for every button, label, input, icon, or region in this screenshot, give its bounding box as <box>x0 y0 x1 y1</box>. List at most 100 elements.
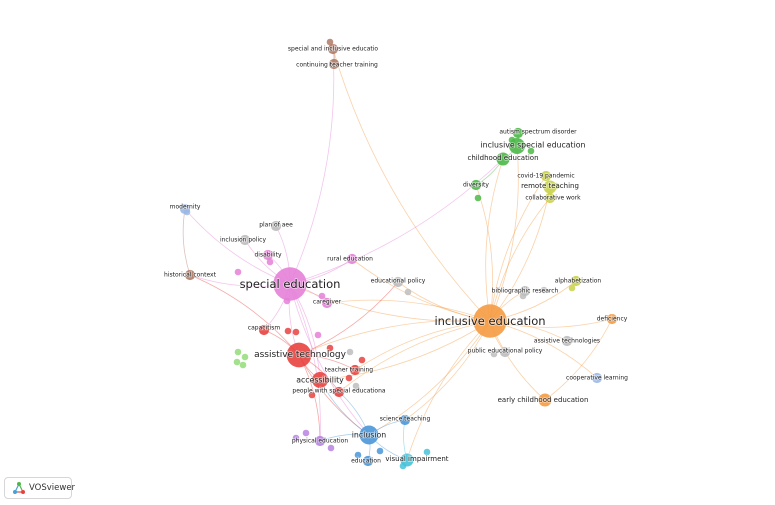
minor-node[interactable] <box>233 358 241 366</box>
minor-node[interactable] <box>358 356 366 364</box>
minor-node[interactable] <box>527 147 535 155</box>
node-public-educational-policy[interactable] <box>499 346 511 358</box>
minor-node[interactable] <box>326 344 334 352</box>
minor-node[interactable] <box>314 331 322 339</box>
link-inclusive_education-collaborative_work <box>489 197 551 322</box>
node-special-inclusive-education[interactable] <box>327 43 339 55</box>
network-nodes[interactable] <box>179 38 618 470</box>
node-assistive-technology[interactable] <box>286 342 312 368</box>
node-historical-context[interactable] <box>184 269 196 281</box>
node-remote-teaching[interactable] <box>543 180 557 194</box>
minor-node[interactable] <box>308 391 316 399</box>
node-alphabetization[interactable] <box>570 275 582 287</box>
label-alphabetization: alphabetization <box>555 278 602 285</box>
minor-node[interactable] <box>474 194 482 202</box>
minor-node[interactable] <box>345 374 353 382</box>
label-modernity: modernity <box>170 204 201 211</box>
label-educational-policy: educational policy <box>371 278 426 285</box>
label-people-special-education: people with special educationa <box>292 388 385 395</box>
minor-node[interactable] <box>423 448 431 456</box>
node-visual-impairment[interactable] <box>400 453 414 467</box>
minor-node[interactable] <box>346 348 354 356</box>
label-inclusion: inclusion <box>352 431 387 440</box>
label-remote-teaching: remote teaching <box>521 182 579 190</box>
minor-node[interactable] <box>292 434 300 442</box>
node-caregiver[interactable] <box>321 297 333 309</box>
minor-node[interactable] <box>540 286 548 294</box>
node-rural-education[interactable] <box>346 253 358 265</box>
minor-node[interactable] <box>327 444 335 452</box>
node-teacher-training[interactable] <box>349 364 361 376</box>
minor-node[interactable] <box>239 361 247 369</box>
link-inclusive_education-special_education <box>289 283 491 323</box>
node-educational-policy[interactable] <box>392 276 404 288</box>
node-disability[interactable] <box>262 249 274 261</box>
minor-node[interactable] <box>284 327 292 335</box>
node-deficiency[interactable] <box>606 313 618 325</box>
label-caregiver: caregiver <box>313 299 342 306</box>
node-plan-of-aee[interactable] <box>270 220 282 232</box>
minor-node[interactable] <box>376 447 384 455</box>
label-early-childhood-education: early childhood education <box>498 396 589 404</box>
label-special-inclusive-education: special and inclusive educatio <box>288 46 379 53</box>
node-diversity[interactable] <box>470 179 482 191</box>
link-inclusive_education-people_special_education <box>338 320 491 393</box>
node-inclusion-policy[interactable] <box>239 234 251 246</box>
node-physical-education[interactable] <box>314 435 326 447</box>
label-historical-context: historical context <box>164 272 217 279</box>
link-assistive_technology-educational_policy <box>298 281 399 356</box>
minor-node[interactable] <box>318 292 326 300</box>
label-deficiency: deficiency <box>597 316 628 323</box>
link-special_education-physical_education <box>289 283 321 442</box>
label-special-education: special education <box>240 277 341 291</box>
link-early_childhood_education-deficiency <box>544 318 613 401</box>
vosviewer-badge[interactable]: VOSviewer <box>4 477 76 499</box>
node-autism-spectrum-disorder[interactable] <box>512 127 524 139</box>
link-inclusive_education-caregiver <box>326 299 491 322</box>
node-early-childhood-education[interactable] <box>538 393 552 407</box>
link-assistive_technology-historical_context <box>189 274 300 356</box>
node-special-education[interactable] <box>273 267 307 301</box>
minor-node[interactable] <box>292 328 300 336</box>
minor-node[interactable] <box>241 353 249 361</box>
minor-node[interactable] <box>352 382 360 390</box>
node-modernity[interactable] <box>179 203 191 215</box>
node-science-teaching[interactable] <box>399 414 411 426</box>
minor-node[interactable] <box>234 268 242 276</box>
minor-node[interactable] <box>234 348 242 356</box>
node-cooperative-learning[interactable] <box>591 372 603 384</box>
minor-node[interactable] <box>302 429 310 437</box>
label-inclusive-education: inclusive education <box>434 314 545 328</box>
label-public-educational-policy: public educational policy <box>468 348 543 355</box>
node-bibliographic-research[interactable] <box>519 285 531 297</box>
minor-node[interactable] <box>490 350 498 358</box>
label-cooperative-learning: cooperative learning <box>566 375 628 382</box>
node-capacitism[interactable] <box>258 324 270 336</box>
label-disability: disability <box>255 252 282 259</box>
link-special_education-childhood_education <box>289 158 504 285</box>
link-inclusive_education-rural_education <box>351 258 491 322</box>
node-inclusive-special-education[interactable] <box>509 138 525 154</box>
minor-node[interactable] <box>326 38 334 46</box>
node-continuing-teacher-training[interactable] <box>328 58 340 70</box>
node-education[interactable] <box>362 455 374 467</box>
node-childhood-education[interactable] <box>496 152 510 166</box>
link-inclusive_education-science_teaching <box>404 320 491 421</box>
app-name: VOSviewer <box>29 483 76 493</box>
minor-node[interactable] <box>354 451 362 459</box>
node-inclusive-education[interactable] <box>473 304 507 338</box>
node-collaborative-work[interactable] <box>544 192 556 204</box>
link-historical_context-modernity <box>182 208 191 276</box>
node-assistive-technologies[interactable] <box>561 335 573 347</box>
node-inclusion[interactable] <box>359 425 379 445</box>
label-physical-education: physical education <box>292 438 348 445</box>
minor-node[interactable] <box>568 284 576 292</box>
minor-node[interactable] <box>266 258 274 266</box>
node-covid19-pandemic[interactable] <box>540 170 552 182</box>
minor-node[interactable] <box>404 288 412 296</box>
label-assistive-technologies: assistive technologies <box>534 338 600 345</box>
node-accessibility[interactable] <box>312 372 328 388</box>
label-bibliographic-research: bibliographic research <box>492 288 559 295</box>
node-people-special-education[interactable] <box>333 386 345 398</box>
